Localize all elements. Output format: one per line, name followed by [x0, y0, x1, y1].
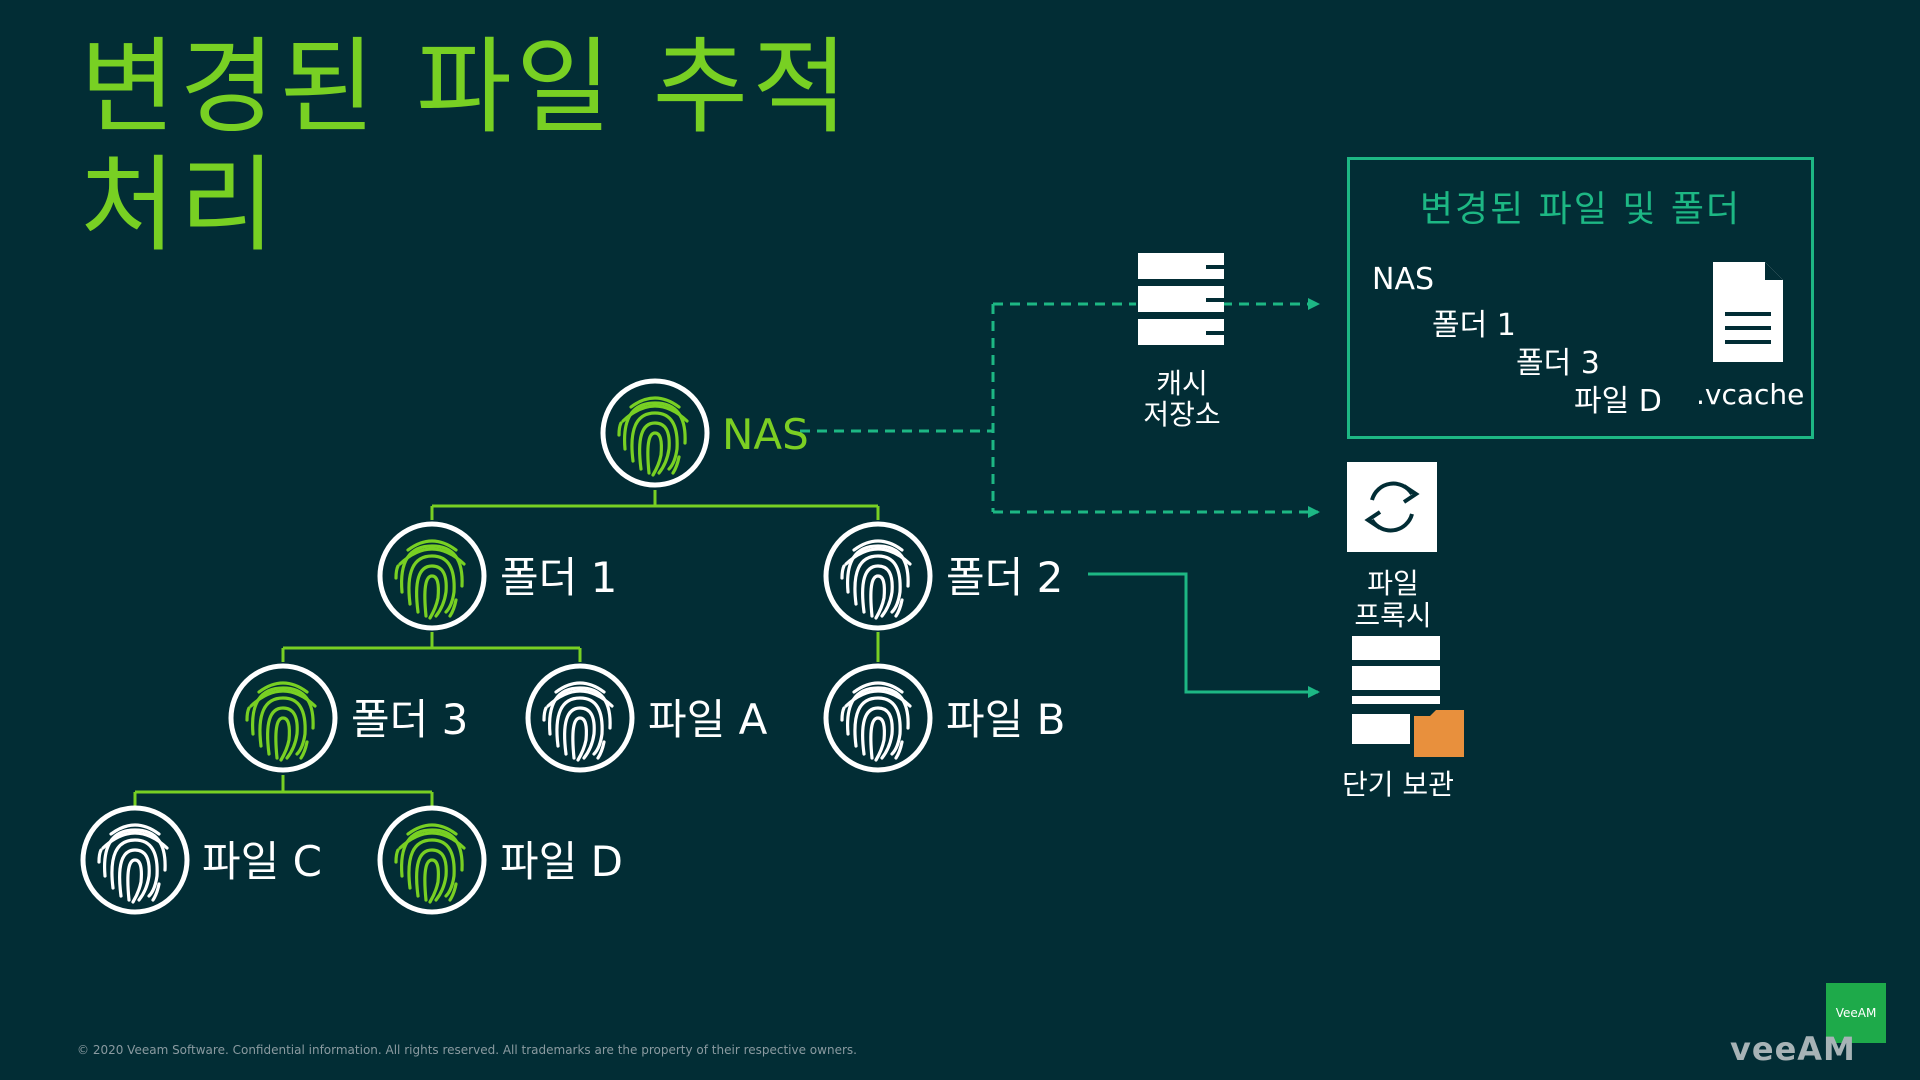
node-label-file-c: 파일 C: [202, 837, 322, 886]
node-folder-2: 폴더 2: [826, 524, 1063, 628]
fingerprint-icon: [380, 524, 484, 628]
node-label-file-b: 파일 B: [946, 695, 1065, 744]
fingerprint-icon: [603, 381, 707, 485]
fingerprint-icon: [83, 808, 187, 912]
node-file-b: 파일 B: [826, 666, 1065, 770]
node-label-folder-1: 폴더 1: [500, 553, 617, 602]
veeam-badge: VeeAM: [1826, 983, 1886, 1043]
dashed-connectors: [800, 298, 1320, 518]
node-label-folder-3: 폴더 3: [351, 695, 468, 744]
changed-tree-file-d: 파일 D: [1574, 384, 1662, 419]
node-label-file-a: 파일 A: [648, 695, 768, 744]
veeam-logo: veeAM: [1730, 1030, 1856, 1068]
fingerprint-icon: [826, 524, 930, 628]
cache-label-line-1: 캐시: [1156, 367, 1208, 400]
node-file-a: 파일 A: [528, 666, 768, 770]
vcache-label: .vcache: [1696, 378, 1805, 411]
copyright-text: © 2020 Veeam Software. Confidential info…: [77, 1043, 857, 1057]
cache-storage: 캐시 저장소: [1138, 253, 1224, 431]
changed-files-title: 변경된 파일 및 폴더: [1419, 189, 1742, 230]
fingerprint-icon: [826, 666, 930, 770]
node-label-file-d: 파일 D: [500, 837, 623, 886]
fingerprint-icon: [231, 666, 335, 770]
storage-folder-icon: [1352, 636, 1464, 757]
proxy-label-line-1: 파일: [1367, 567, 1419, 600]
changed-tree-folder-3: 폴더 3: [1516, 346, 1600, 381]
changed-tree-nas: NAS: [1372, 262, 1435, 297]
proxy-label-line-2: 프록시: [1354, 599, 1431, 632]
file-proxy: 파일 프록시: [1347, 462, 1437, 632]
node-label-nas: NAS: [722, 410, 809, 459]
changed-tree-folder-1: 폴더 1: [1432, 308, 1516, 343]
short-term-archive: 단기 보관: [1342, 636, 1464, 801]
node-file-c: 파일 C: [83, 808, 322, 912]
title-line-1: 변경된 파일 추적: [80, 26, 852, 148]
node-folder-3: 폴더 3: [231, 666, 468, 770]
fingerprint-icon: [528, 666, 632, 770]
archive-label: 단기 보관: [1342, 768, 1454, 801]
fingerprint-icon: [380, 808, 484, 912]
node-nas: NAS: [603, 381, 809, 485]
page-title: 변경된 파일 추적 처리: [80, 28, 852, 264]
cache-label-line-2: 저장소: [1143, 398, 1220, 431]
node-folder-1: 폴더 1: [380, 524, 617, 628]
node-file-d: 파일 D: [380, 808, 623, 912]
sync-icon: [1347, 462, 1437, 552]
title-line-2: 처리: [80, 144, 280, 266]
tree-connectors: [133, 490, 880, 806]
node-label-folder-2: 폴더 2: [946, 553, 1063, 602]
server-stack-icon: [1138, 253, 1224, 345]
folder2-to-archive-line: [1088, 572, 1320, 698]
changed-files-box: 변경된 파일 및 폴더 NAS 폴더 1 폴더 3 파일 D .vcache: [1347, 157, 1814, 439]
document-icon: [1713, 262, 1783, 362]
